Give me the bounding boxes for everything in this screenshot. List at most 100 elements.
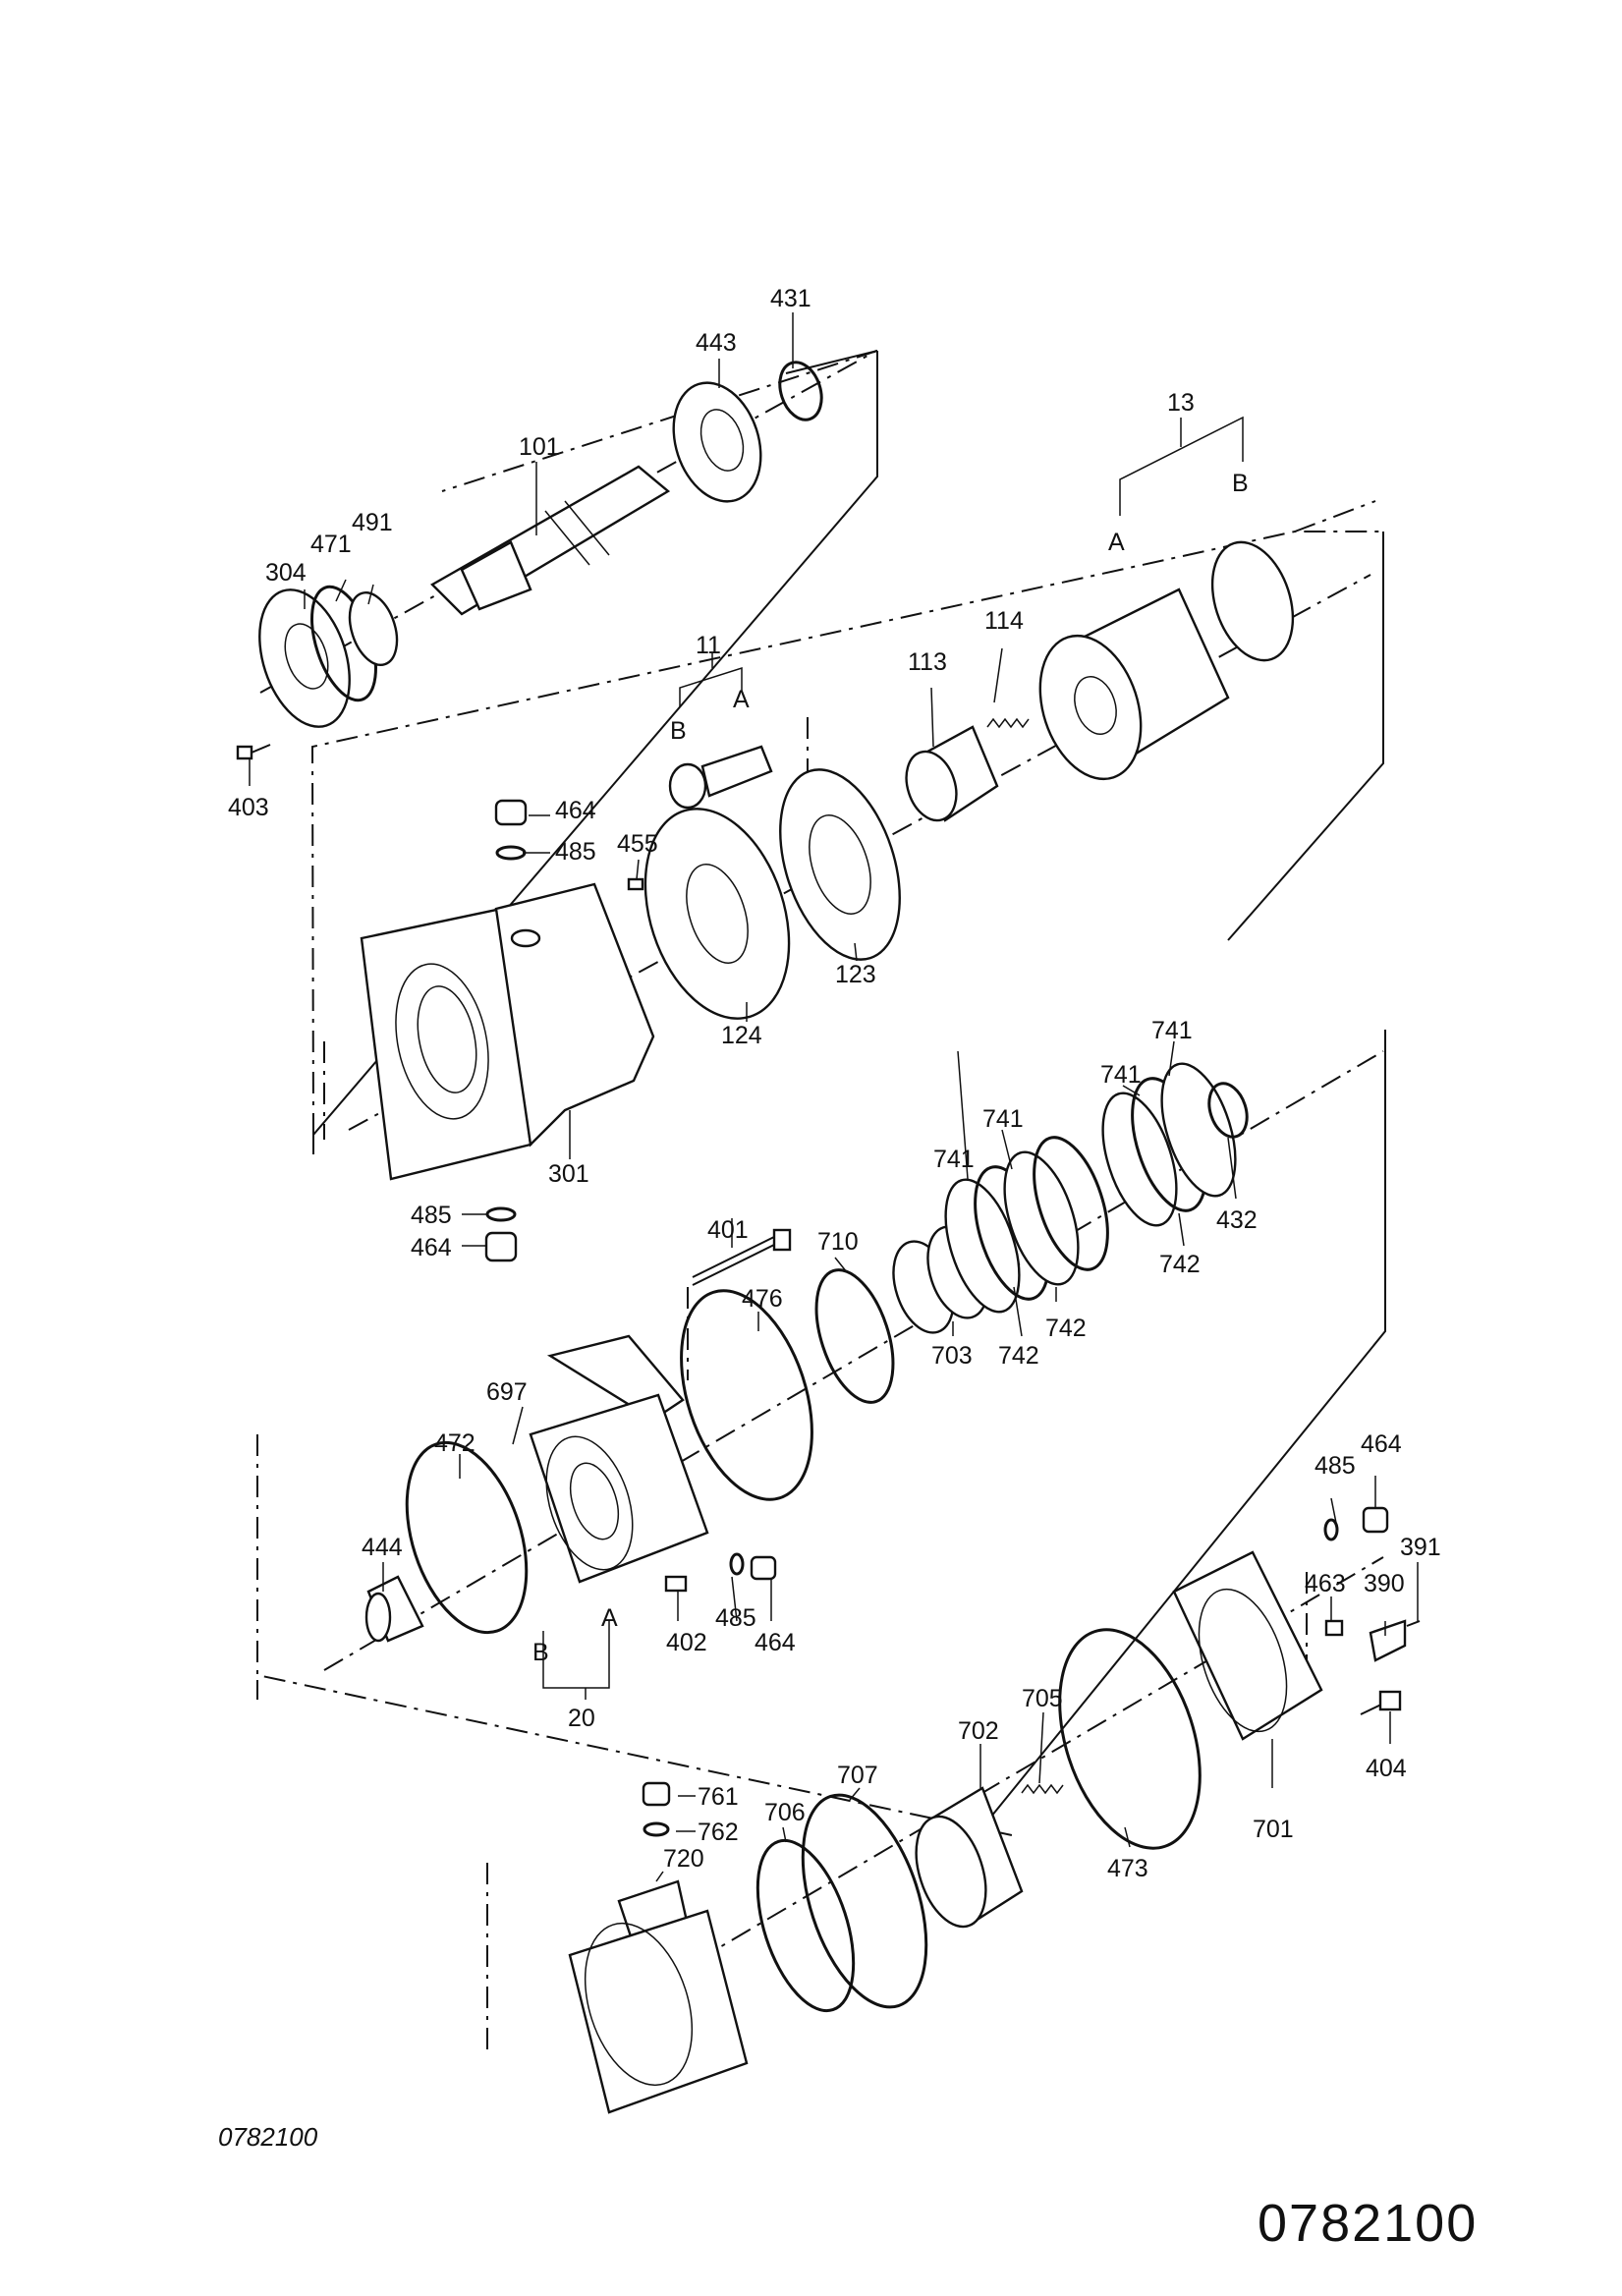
plate-390 xyxy=(1369,1619,1407,1662)
oring-472 xyxy=(405,1440,529,1635)
bearing-444 xyxy=(364,1575,424,1643)
label-A-11: A xyxy=(733,686,750,713)
label-B-13: B xyxy=(1232,470,1249,497)
pin-463 xyxy=(1324,1619,1344,1637)
label-742-a: 742 xyxy=(1159,1251,1201,1278)
flange-304 xyxy=(258,588,351,728)
label-464-right: 464 xyxy=(1361,1430,1402,1458)
label-123: 123 xyxy=(835,961,876,988)
label-431: 431 xyxy=(770,285,811,312)
label-473: 473 xyxy=(1107,1855,1148,1882)
label-485-bottom: 485 xyxy=(411,1202,452,1229)
label-391: 391 xyxy=(1400,1534,1441,1561)
label-444: 444 xyxy=(362,1534,403,1561)
plug-464-right xyxy=(1323,1506,1389,1541)
label-742-c: 742 xyxy=(998,1342,1039,1370)
label-A-20: A xyxy=(601,1604,618,1632)
snapring-432 xyxy=(1207,1082,1249,1139)
label-304: 304 xyxy=(265,559,307,587)
frame-lines xyxy=(256,350,1386,2049)
label-20: 20 xyxy=(568,1705,595,1732)
label-741-c: 741 xyxy=(982,1105,1024,1133)
label-705: 705 xyxy=(1022,1685,1063,1712)
label-742-b: 742 xyxy=(1045,1315,1087,1342)
label-701: 701 xyxy=(1253,1816,1294,1843)
label-464-valve: 464 xyxy=(755,1629,796,1656)
label-114: 114 xyxy=(984,607,1024,635)
label-491: 491 xyxy=(352,509,393,536)
plug-761 xyxy=(642,1781,671,1837)
label-B-20: B xyxy=(532,1639,549,1666)
label-707: 707 xyxy=(837,1762,878,1789)
label-472: 472 xyxy=(434,1429,475,1457)
label-741-d: 741 xyxy=(933,1146,975,1173)
label-301: 301 xyxy=(548,1160,589,1188)
label-404: 404 xyxy=(1366,1755,1407,1782)
label-124: 124 xyxy=(721,1022,762,1049)
cover-701 xyxy=(1172,1550,1323,1741)
label-741-b: 741 xyxy=(1100,1061,1142,1089)
piston-11 xyxy=(668,745,773,810)
label-A-13: A xyxy=(1108,529,1125,556)
spring-114 xyxy=(986,717,1030,729)
ring-710 xyxy=(814,1268,895,1404)
bolt-403 xyxy=(236,744,271,760)
label-11: 11 xyxy=(696,632,721,659)
label-464-top: 464 xyxy=(555,797,596,824)
label-390: 390 xyxy=(1364,1570,1405,1597)
plate-124 xyxy=(643,808,791,1020)
holder-113 xyxy=(905,725,999,822)
label-B-11: B xyxy=(670,717,687,745)
drawing-code-large: 0782100 xyxy=(1258,2194,1479,2253)
label-761: 761 xyxy=(698,1783,739,1811)
plug-464-valve xyxy=(729,1552,777,1581)
bolt-402 xyxy=(664,1575,688,1593)
label-741-a: 741 xyxy=(1151,1017,1193,1044)
bolt-401 xyxy=(692,1228,792,1286)
valve-housing-20 xyxy=(529,1334,709,1584)
ring-491 xyxy=(348,591,399,666)
oring-707 xyxy=(801,1793,928,2009)
label-710: 710 xyxy=(817,1228,859,1256)
label-455: 455 xyxy=(617,830,658,858)
label-485-valve: 485 xyxy=(715,1604,756,1632)
label-113: 113 xyxy=(908,648,947,676)
label-403: 403 xyxy=(228,794,269,821)
screw-391 xyxy=(1406,1620,1421,1627)
label-401: 401 xyxy=(707,1216,749,1244)
casing-301 xyxy=(360,882,655,1181)
valve-plate xyxy=(1210,540,1295,662)
plate-123 xyxy=(779,768,901,961)
housing-720 xyxy=(568,1879,749,2114)
plug-464-bottom xyxy=(484,1206,518,1262)
label-463: 463 xyxy=(1305,1570,1346,1597)
bolt-404 xyxy=(1360,1690,1402,1715)
oring-476 xyxy=(680,1289,813,1501)
label-485-right: 485 xyxy=(1314,1452,1356,1480)
cylinder-block-13 xyxy=(1038,588,1230,781)
label-464-bottom: 464 xyxy=(411,1234,452,1261)
label-443: 443 xyxy=(696,329,737,357)
label-485-top: 485 xyxy=(555,838,596,866)
part-labels: 431 443 101 13 B A 491 471 304 403 11 B … xyxy=(228,285,1441,1882)
label-101: 101 xyxy=(519,433,560,461)
oring-473 xyxy=(1058,1628,1202,1850)
label-432: 432 xyxy=(1216,1206,1258,1234)
label-702: 702 xyxy=(958,1717,999,1745)
drawing-code-small: 0782100 xyxy=(218,2122,318,2152)
shaft-101 xyxy=(430,465,671,616)
plug-464-top xyxy=(494,799,528,861)
leader-lines xyxy=(249,312,1419,1882)
label-762: 762 xyxy=(698,1819,739,1846)
label-703: 703 xyxy=(931,1342,973,1370)
spring-705 xyxy=(1021,1783,1064,1795)
label-706: 706 xyxy=(764,1799,806,1826)
label-13: 13 xyxy=(1167,389,1195,417)
label-476: 476 xyxy=(742,1285,783,1313)
label-697: 697 xyxy=(486,1378,528,1406)
pin-455 xyxy=(627,877,644,891)
friction-plates xyxy=(944,1062,1237,1314)
label-720: 720 xyxy=(663,1845,704,1873)
piston-702 xyxy=(915,1786,1024,1929)
